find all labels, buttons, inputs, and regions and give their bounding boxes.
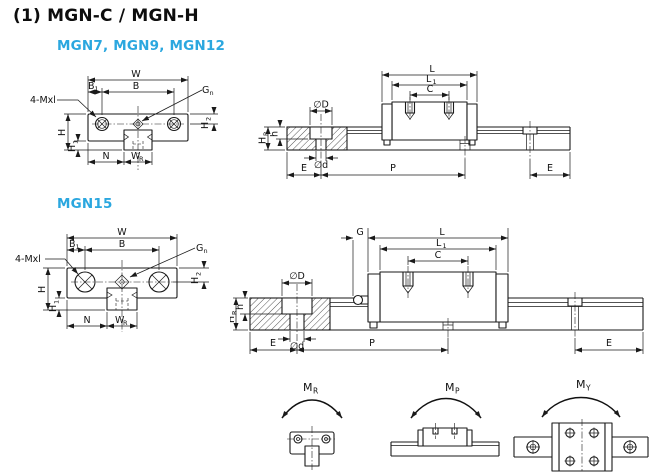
dim-h1-label: H bbox=[48, 305, 59, 312]
moment-roll-sub: R bbox=[313, 387, 318, 396]
moment-pitch-sub: P bbox=[455, 387, 460, 396]
dim-b1-label: B bbox=[88, 81, 95, 92]
dim-gn-label: G bbox=[202, 85, 209, 96]
dim-p-label: P bbox=[369, 338, 375, 349]
dim-hr-label: H bbox=[258, 137, 269, 144]
dim-e1-label: E bbox=[270, 338, 276, 349]
dim-l1-label: L bbox=[436, 238, 442, 249]
mgn7-12-cross-section-drawing: W B B 1 G n 4-Mxl H 2 H H 1 N W bbox=[30, 69, 218, 170]
dim-n-label: N bbox=[102, 151, 109, 162]
dim-e1-label: E bbox=[301, 163, 307, 174]
dim-h2-label: H bbox=[200, 122, 211, 129]
moment-yaw-sub: Y bbox=[585, 384, 591, 393]
dim-g-label: G bbox=[356, 227, 363, 238]
dim-h1-sub: 1 bbox=[72, 140, 80, 144]
moment-pitch-label: M bbox=[445, 381, 455, 394]
dim-gn-label: G bbox=[196, 243, 203, 254]
dim-b1-label: B bbox=[69, 239, 76, 250]
dim-diaD-label: ∅D bbox=[313, 100, 329, 111]
dim-hsmall-label: h bbox=[235, 304, 246, 310]
dim-h-label: H bbox=[57, 129, 68, 136]
dim-n-label: N bbox=[83, 315, 90, 326]
dim-b-label: B bbox=[133, 81, 140, 92]
dim-h1-label: H bbox=[67, 145, 78, 152]
dim-b1-sub: 1 bbox=[95, 85, 99, 93]
dim-h-label: H bbox=[37, 286, 48, 293]
dim-h1-sub: 1 bbox=[53, 300, 61, 304]
dim-e2-label: E bbox=[547, 163, 553, 174]
dim-gn-sub: n bbox=[204, 247, 208, 255]
dim-w-label: W bbox=[131, 69, 141, 80]
dim-b1-sub: 1 bbox=[76, 243, 80, 251]
moment-pitch-diagram: M P bbox=[390, 381, 500, 457]
dim-gn-sub: n bbox=[210, 89, 214, 97]
dim-hsmall-label: h bbox=[270, 131, 281, 137]
dim-4mxl-label: 4-Mxl bbox=[15, 254, 41, 265]
moment-roll-diagram: M R bbox=[281, 381, 343, 470]
mgn15-cross-section-drawing: W B B 1 G n 4-Mxl H 2 H H 1 N W bbox=[15, 227, 209, 332]
dim-l1-label: L bbox=[426, 74, 432, 85]
dim-c-label: C bbox=[427, 84, 434, 95]
dim-hr-label: H bbox=[230, 316, 237, 323]
series-small-heading: MGN7, MGN9, MGN12 bbox=[57, 38, 226, 54]
dim-c-label: C bbox=[435, 250, 442, 261]
dim-wr-sub: R bbox=[123, 319, 128, 327]
dim-l-label: L bbox=[429, 64, 435, 75]
moment-roll-label: M bbox=[303, 381, 313, 394]
dim-p-label: P bbox=[390, 163, 396, 174]
dim-e2-label: E bbox=[606, 338, 612, 349]
mgn7-12-side-view-drawing: ∅D ∅d h H R L L 1 C E P E bbox=[258, 64, 571, 179]
dim-l1-sub: 1 bbox=[443, 242, 447, 250]
dim-b-label: B bbox=[119, 239, 126, 250]
dim-l1-sub: 1 bbox=[433, 78, 437, 86]
dim-wr-sub: R bbox=[139, 155, 144, 163]
dim-h2-sub: 2 bbox=[205, 117, 213, 121]
moment-yaw-label: M bbox=[576, 378, 586, 391]
dim-hr-sub: R bbox=[262, 131, 270, 136]
dim-wr-label: W bbox=[115, 315, 125, 326]
dim-hr-sub: R bbox=[231, 310, 239, 315]
series-large-heading: MGN15 bbox=[57, 196, 113, 212]
dim-h2-label: H bbox=[190, 277, 201, 284]
dim-h2-sub: 2 bbox=[195, 272, 203, 276]
mgn15-side-view-drawing: ∅D ∅d H R h G L L 1 C E bbox=[230, 227, 644, 354]
dim-wr-label: W bbox=[131, 151, 141, 162]
moment-yaw-diagram: M Y bbox=[513, 378, 649, 472]
dim-w-label: W bbox=[117, 227, 127, 238]
page-title: (1) MGN-C / MGN-H bbox=[13, 6, 199, 26]
dim-diaD-label: ∅D bbox=[289, 271, 305, 282]
dim-4mxl-label: 4-Mxl bbox=[30, 95, 56, 106]
dim-l-label: L bbox=[439, 227, 445, 238]
